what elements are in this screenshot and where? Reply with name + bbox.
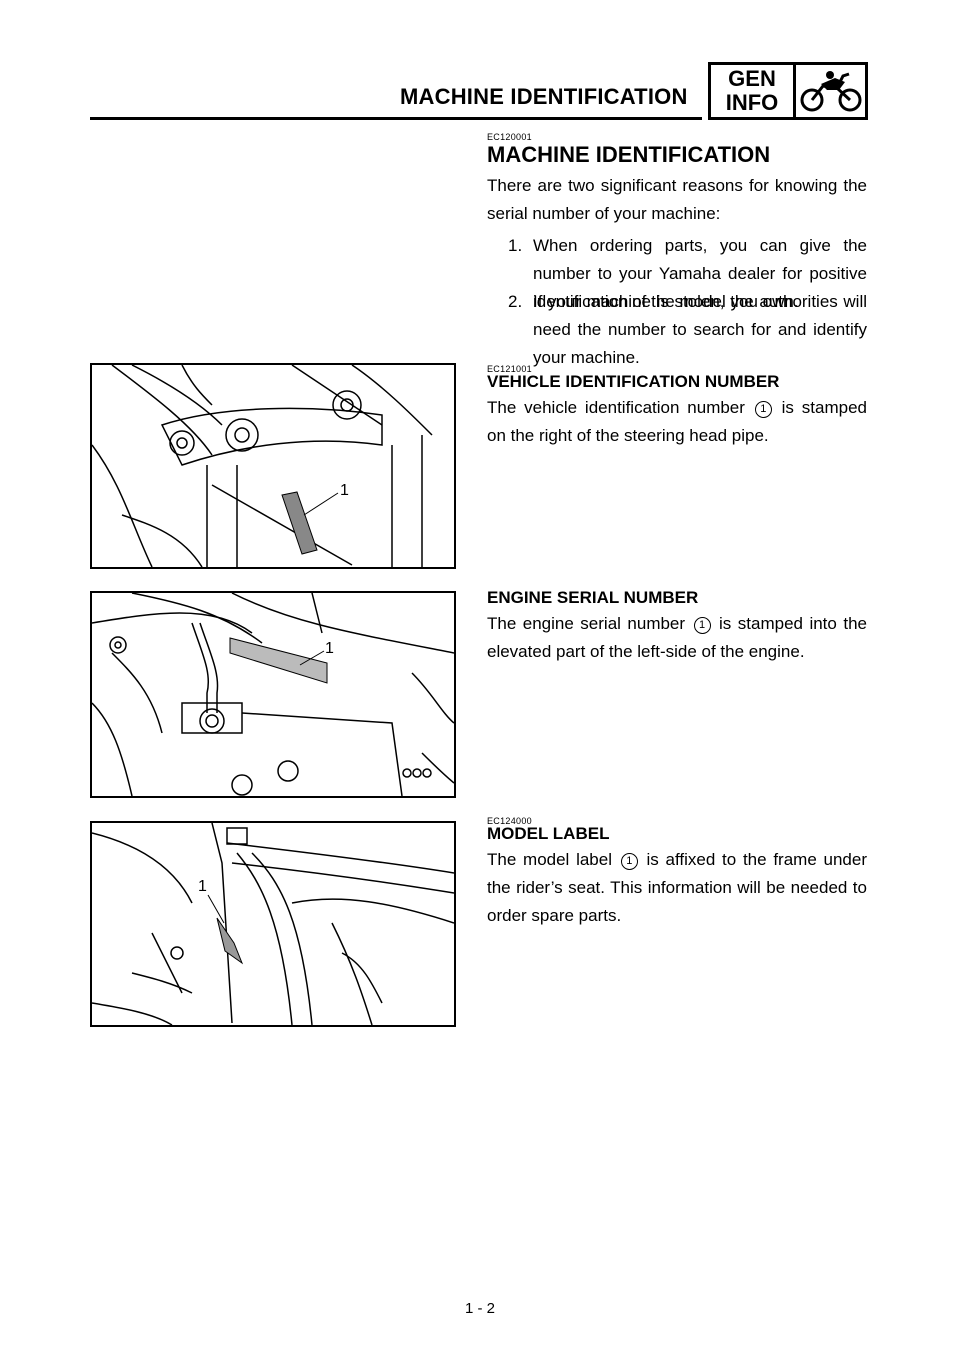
- vin-text-after: is stamped on the right of the steering …: [487, 398, 867, 445]
- figure-callout: 1: [198, 878, 207, 895]
- model-text-before: The model label: [487, 850, 612, 869]
- list-item: 1. When ordering parts, you can give the…: [508, 232, 867, 316]
- section-heading: MACHINE IDENTIFICATION: [487, 142, 771, 167]
- header-rule: [90, 117, 702, 120]
- motorcycle-icon: [796, 65, 865, 117]
- figure-steering-head: 1: [90, 363, 456, 569]
- figure-callout: 1: [325, 640, 334, 657]
- figure-callout: 1: [340, 482, 349, 499]
- callout-1: 1: [693, 617, 711, 634]
- section-code: EC124000: [487, 816, 532, 826]
- section-code: EC121001: [487, 364, 532, 374]
- engine-paragraph: The engine serial number 1 is stamped in…: [487, 610, 867, 666]
- vin-paragraph: The vehicle identification number 1 is s…: [487, 394, 867, 450]
- engine-text-after: is stamped into the elevated part of the…: [487, 614, 867, 661]
- vin-text-before: The vehicle identification number: [487, 398, 745, 417]
- section-heading: VEHICLE IDENTIFICATION NUMBER: [487, 372, 780, 391]
- callout-1: 1: [620, 853, 638, 870]
- section-badge: GEN INFO: [708, 62, 868, 120]
- model-text-after: is affixed to the frame under the rider’…: [487, 850, 867, 925]
- list-item-text: If your machine is stolen, the authoriti…: [533, 292, 867, 367]
- figure-model-label: 1: [90, 821, 456, 1027]
- section-badge-text: GEN INFO: [711, 65, 796, 117]
- badge-line-2: INFO: [725, 90, 779, 115]
- figure-engine: 1: [90, 591, 456, 798]
- section-heading: MODEL LABEL: [487, 824, 610, 843]
- callout-1: 1: [754, 401, 772, 418]
- list-item: 2. If your machine is stolen, the author…: [508, 288, 867, 372]
- badge-line-1: GEN: [728, 66, 776, 91]
- model-paragraph: The model label 1 is affixed to the fram…: [487, 846, 867, 930]
- section-heading: ENGINE SERIAL NUMBER: [487, 588, 699, 607]
- list-item-number: 1.: [508, 236, 523, 255]
- engine-text-before: The engine serial number: [487, 614, 686, 633]
- section-code: EC120001: [487, 132, 532, 142]
- page-header-title: MACHINE IDENTIFICATION: [400, 84, 688, 109]
- intro-paragraph: There are two significant reasons for kn…: [487, 176, 867, 223]
- list-item-number: 2.: [508, 292, 523, 311]
- page-number: 1 - 2: [464, 1300, 495, 1317]
- list-item-text: When ordering parts, you can give the nu…: [533, 236, 867, 311]
